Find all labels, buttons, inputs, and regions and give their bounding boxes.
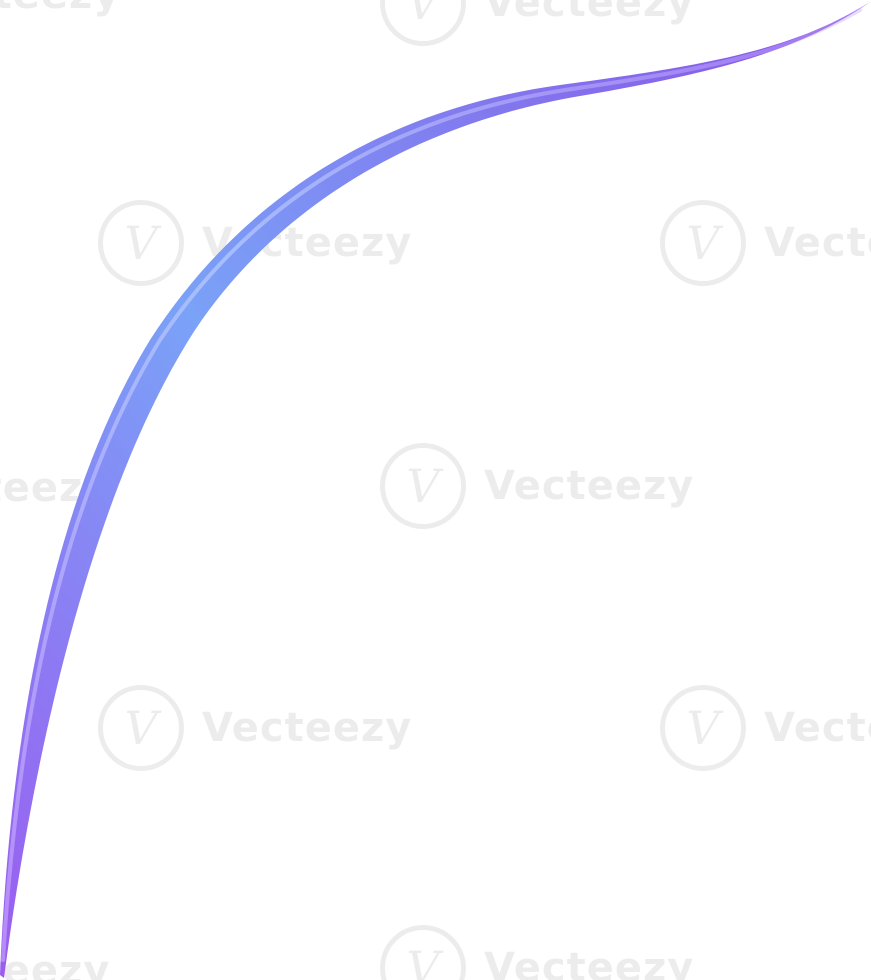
stroke-highlight	[1, 8, 862, 962]
